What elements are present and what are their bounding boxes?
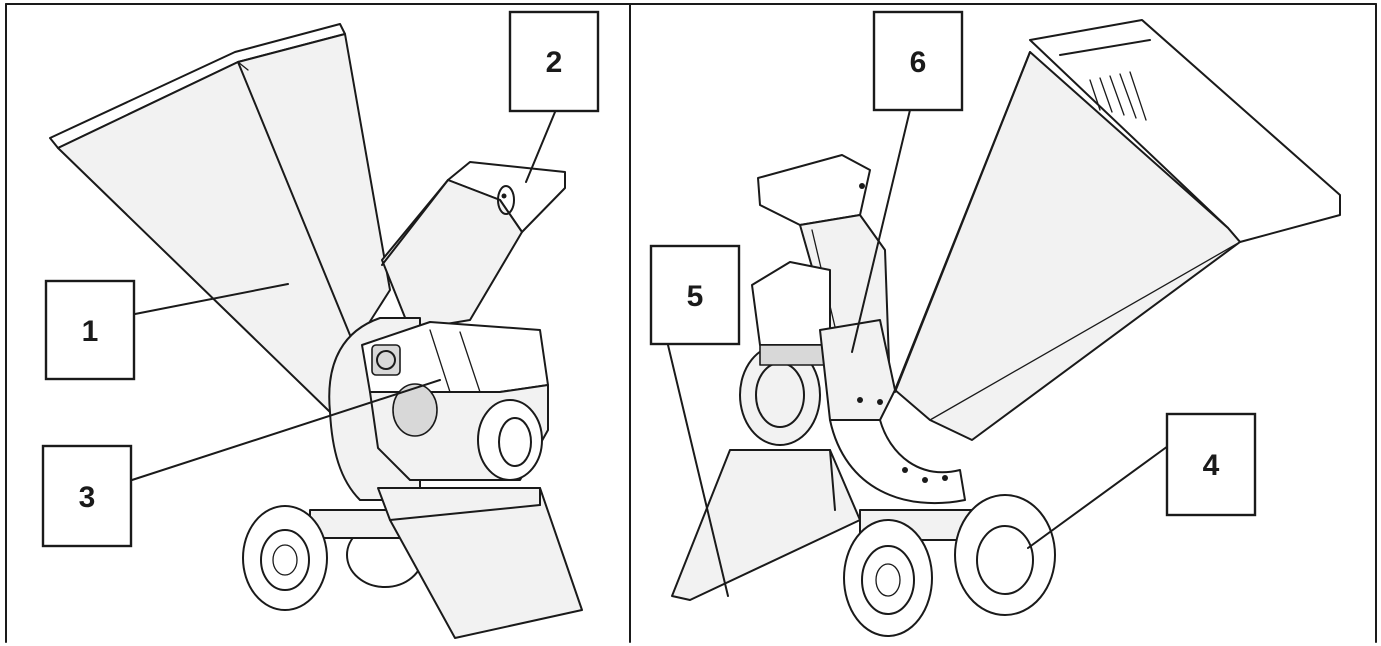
callout-2-number: 2 xyxy=(546,46,563,79)
callout-5: 5 xyxy=(649,244,741,346)
callout-6: 6 xyxy=(872,10,964,112)
engine xyxy=(361,321,549,481)
callout-3: 3 xyxy=(41,444,133,548)
leader-line-2 xyxy=(525,111,556,183)
leader-line-6 xyxy=(851,109,911,353)
discharge-chute xyxy=(381,161,566,331)
base-stand xyxy=(377,487,583,639)
hopper xyxy=(49,23,391,413)
callout-5-number: 5 xyxy=(687,280,704,313)
engine-rear xyxy=(739,261,831,446)
left-view xyxy=(49,23,583,639)
diagram-frame xyxy=(5,3,1377,643)
base-tray xyxy=(671,449,861,601)
callout-1-number: 1 xyxy=(82,315,99,348)
callout-4: 4 xyxy=(1165,412,1257,517)
leader-line-5 xyxy=(667,344,729,597)
cutter-housing-rear xyxy=(819,319,966,505)
wheels-right xyxy=(843,494,1056,637)
callout-4-number: 4 xyxy=(1203,449,1220,482)
hopper-slats xyxy=(1089,71,1147,121)
leader-line-3 xyxy=(131,379,441,481)
callout-6-number: 6 xyxy=(910,46,927,79)
callout-3-number: 3 xyxy=(79,481,96,514)
leader-line-4 xyxy=(1027,445,1169,549)
callout-1: 1 xyxy=(44,279,136,381)
callout-2: 2 xyxy=(508,10,600,113)
right-view xyxy=(667,19,1341,637)
wheels-left xyxy=(242,505,424,611)
leader-line-1 xyxy=(134,283,289,315)
